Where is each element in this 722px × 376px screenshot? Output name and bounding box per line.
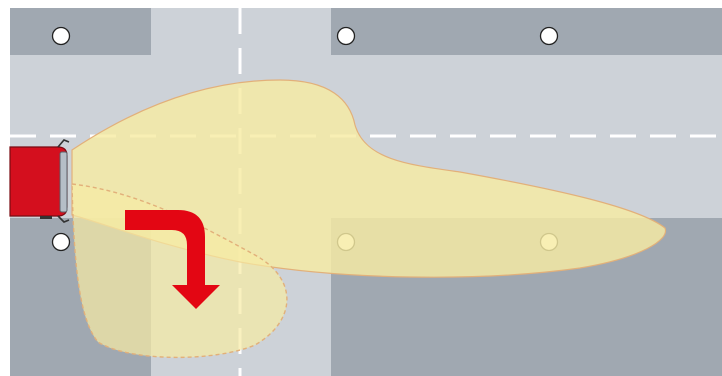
- block-top-right: [331, 8, 722, 55]
- circle-marker-icon: [51, 26, 71, 46]
- truck-icon: [9, 139, 70, 223]
- circle-marker-icon: [539, 26, 559, 46]
- circle-marker-icon: [51, 232, 71, 252]
- circle-marker-icon: [336, 26, 356, 46]
- block-top-left: [10, 8, 151, 55]
- right-turn-arrow-icon: [125, 210, 220, 309]
